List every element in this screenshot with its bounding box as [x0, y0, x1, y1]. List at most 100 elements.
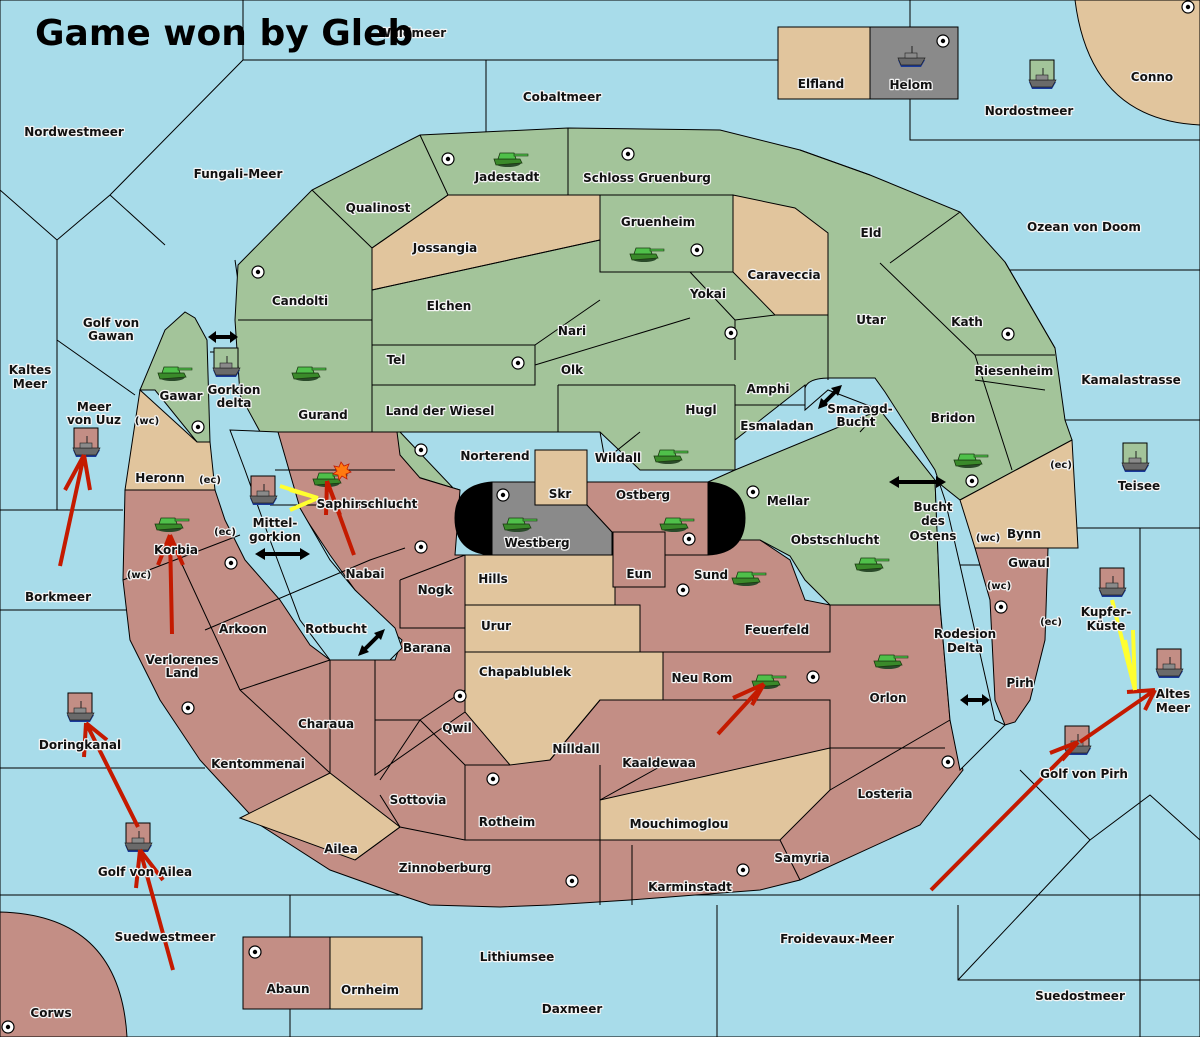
sea-label: Cobaltmeer — [523, 90, 601, 104]
sea-label: Rodesion — [934, 627, 996, 641]
province-label: Gurand — [298, 408, 348, 422]
province-label: Rotheim — [479, 815, 536, 829]
explosion-icon — [332, 461, 352, 481]
province-corws[interactable] — [0, 911, 128, 1037]
province-borders — [122, 128, 1056, 905]
province-bynn[interactable] — [959, 439, 1079, 549]
sea-label: Ostens — [910, 529, 957, 543]
supply-center-icon — [676, 583, 690, 597]
supply-center-icon — [936, 34, 950, 48]
province-label: Skr — [549, 487, 572, 501]
coast-label: (wc) — [127, 570, 151, 581]
province-label: Neu Rom — [672, 671, 733, 685]
province-label: Kaaldewaa — [622, 756, 696, 770]
province-label: Hugl — [685, 403, 716, 417]
province-label: Bridon — [931, 411, 976, 425]
order-arrows — [58, 454, 1157, 971]
sea-label: Rotbucht — [305, 622, 367, 636]
province-label: Abaun — [266, 982, 309, 996]
supply-center-icon — [511, 356, 525, 370]
province-label: Yokai — [689, 287, 726, 301]
game-result-title: Game won by Gleb — [35, 13, 413, 54]
province-skr[interactable] — [534, 449, 588, 506]
province-label: Schloss Gruenburg — [583, 171, 711, 185]
sea-label: delta — [217, 396, 252, 410]
sea-label: Küste — [1087, 619, 1126, 633]
double-arrow-icons — [208, 331, 990, 706]
province-label: Nogk — [418, 583, 454, 597]
province-heronn[interactable] — [124, 388, 216, 491]
province-label: Gawar — [159, 389, 202, 403]
province-label: Mouchimoglou — [630, 817, 729, 831]
province-label: Kath — [951, 315, 983, 329]
sea-label: Golf von — [83, 316, 139, 330]
coast-label: (ec) — [1040, 617, 1062, 628]
province-label: Conno — [1131, 70, 1173, 84]
province-label: Pirh — [1006, 676, 1033, 690]
province-label: Gruenheim — [621, 215, 695, 229]
supply-center-icon — [682, 532, 696, 546]
sea-label: Lithiumsee — [480, 950, 555, 964]
supply-center-icon — [414, 443, 428, 457]
coast-label: (ec) — [214, 527, 236, 538]
province-abaun[interactable] — [242, 936, 331, 1010]
province-label: Samyria — [774, 851, 829, 865]
sea-label: Doringkanal — [39, 738, 121, 752]
province-label: Utar — [856, 313, 886, 327]
sea-label: Delta — [947, 641, 983, 655]
province-gwaul[interactable] — [974, 547, 1049, 726]
supply-center-icon — [251, 265, 265, 279]
sea-label: des — [921, 514, 945, 528]
province-label: Losteria — [857, 787, 912, 801]
sea-labels: Waldmeer Cobaltmeer Nordwestmeer Fungali… — [7, 25, 1191, 1018]
supply-center-icon — [621, 147, 635, 161]
supply-center-icon — [565, 874, 579, 888]
sea-bucht-des-ostens[interactable] — [804, 377, 1006, 772]
supply-center-icon — [191, 420, 205, 434]
province-label: Corws — [30, 1006, 71, 1020]
province-ornheim[interactable] — [329, 936, 423, 1010]
province-label: Esmaladan — [740, 419, 813, 433]
province-elfland[interactable] — [777, 26, 871, 100]
sea-label: von Uuz — [67, 413, 121, 427]
province-label: Hills — [478, 572, 508, 586]
province-label: Elchen — [427, 299, 472, 313]
province-label: Nilldall — [552, 742, 599, 756]
province-label: Land — [166, 666, 199, 680]
sea-label: Kaltes — [9, 363, 52, 377]
supply-center-icon — [994, 600, 1008, 614]
sea-label: Suedwestmeer — [115, 930, 216, 944]
province-label: Bynn — [1007, 527, 1041, 541]
sea-label: Ozean von Doom — [1027, 220, 1141, 234]
province-label: Nari — [558, 324, 586, 338]
coast-label: (ec) — [1050, 460, 1072, 471]
province-label: Urur — [481, 619, 511, 633]
province-label: Saphirschlucht — [317, 497, 418, 511]
province-label: Qwil — [442, 721, 472, 735]
supply-center-icon — [736, 863, 750, 877]
supply-center-icon — [1, 1020, 15, 1034]
province-label: Eun — [626, 567, 651, 581]
coast-label: (wc) — [135, 416, 159, 427]
impassable-west — [454, 481, 493, 556]
province-eun[interactable] — [612, 531, 666, 588]
supply-center-icon — [224, 556, 238, 570]
province-conno[interactable] — [1074, 0, 1200, 126]
sea-label: Kamalastrasse — [1081, 373, 1181, 387]
province-label: Riesenheim — [975, 364, 1054, 378]
sea-label: Borkmeer — [25, 590, 91, 604]
province-label: Tel — [387, 353, 406, 367]
sea-label: Smaragd- — [827, 402, 892, 416]
province-label: Heronn — [135, 471, 184, 485]
supply-center-icon — [724, 326, 738, 340]
province-label: Ailea — [324, 842, 358, 856]
sea-label: Suedostmeer — [1035, 989, 1125, 1003]
sea-label: Froidevaux-Meer — [780, 932, 894, 946]
supply-center-icon — [486, 772, 500, 786]
supply-center-icon — [1001, 327, 1015, 341]
province-label: Land der Wiesel — [386, 404, 495, 418]
province-label: Charaua — [298, 717, 354, 731]
coast-label: (wc) — [987, 581, 1011, 592]
supply-center-icon — [248, 945, 262, 959]
province-label: Candolti — [272, 294, 328, 308]
